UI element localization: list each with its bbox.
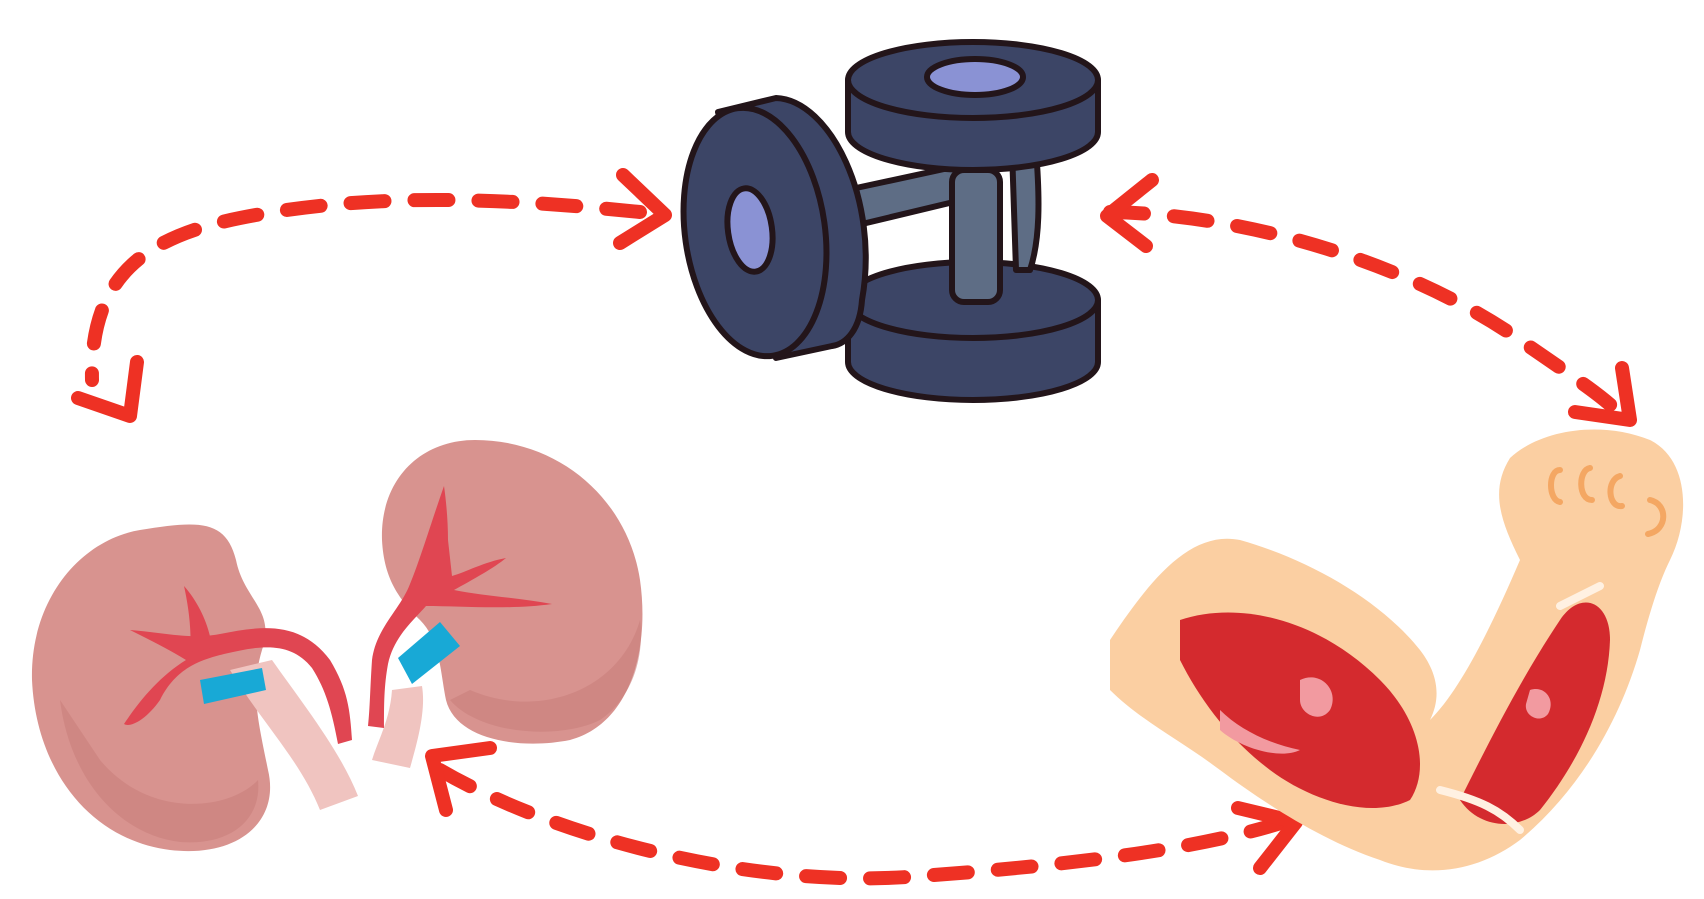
arrow-dumbbell-kidneys <box>92 200 640 380</box>
arrow-kidneys-arm <box>440 770 1290 878</box>
arrow-dumbbell-arm <box>1110 212 1625 420</box>
kidneys-icon <box>32 440 643 851</box>
dumbbell-icon <box>668 42 1098 400</box>
arrowhead-to-arm-bottom <box>1238 808 1296 868</box>
arm-muscles-icon <box>1110 430 1683 871</box>
